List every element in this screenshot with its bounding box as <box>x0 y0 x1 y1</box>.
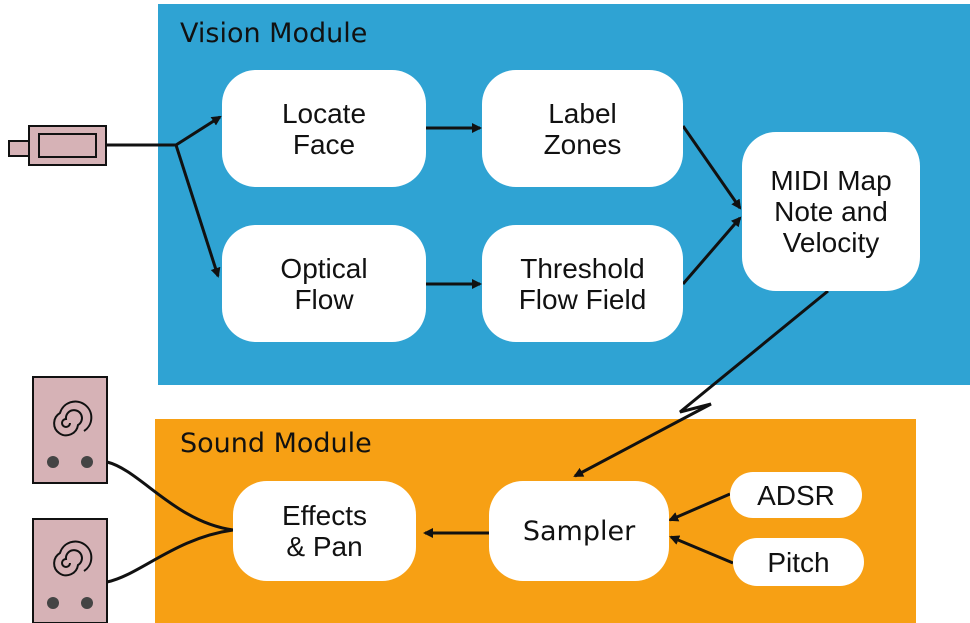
vision-module-title: Vision Module <box>180 18 368 49</box>
node-optical-flow-label: Optical Flow <box>280 252 368 315</box>
arrow-threshold-to-midi <box>681 216 742 285</box>
arrow-midi-to-sampler-wireless <box>573 289 829 478</box>
arrow-camera-to-optical-flow <box>174 144 221 278</box>
sound-module-title: Sound Module <box>180 428 372 459</box>
node-threshold-flow-field: Threshold Flow Field <box>482 225 683 342</box>
arrow-adsr-to-sampler <box>668 492 731 522</box>
node-locate-face-label: Locate Face <box>281 97 367 160</box>
arrow-camera-to-locate-face <box>175 115 222 147</box>
node-sampler: Sampler <box>489 481 669 581</box>
cable-effects-to-speaker-2 <box>106 528 234 584</box>
node-effects-pan-label: Effects & Pan <box>281 500 368 562</box>
node-adsr: ADSR <box>730 472 862 518</box>
node-pitch: Pitch <box>733 538 864 586</box>
node-midi-map: MIDI Map Note and Velocity <box>742 132 920 291</box>
node-threshold-flow-field-label: Threshold Flow Field <box>518 252 647 315</box>
arrow-pitch-to-sampler <box>669 535 734 565</box>
usb-camera-icon <box>8 125 107 166</box>
node-sampler-label: Sampler <box>522 515 636 547</box>
node-pitch-label: Pitch <box>767 546 830 578</box>
node-adsr-label: ADSR <box>757 479 835 511</box>
cable-effects-to-speaker-1 <box>106 460 234 532</box>
arrow-label-to-midi <box>681 125 742 210</box>
speaker-icon <box>32 376 108 484</box>
node-locate-face: Locate Face <box>222 70 426 187</box>
node-midi-map-label: MIDI Map Note and Velocity <box>770 165 892 258</box>
node-effects-pan: Effects & Pan <box>233 481 416 581</box>
node-label-zones: Label Zones <box>482 70 683 187</box>
node-optical-flow: Optical Flow <box>222 225 426 342</box>
node-label-zones-label: Label Zones <box>543 97 622 160</box>
speaker-icon <box>32 518 108 623</box>
